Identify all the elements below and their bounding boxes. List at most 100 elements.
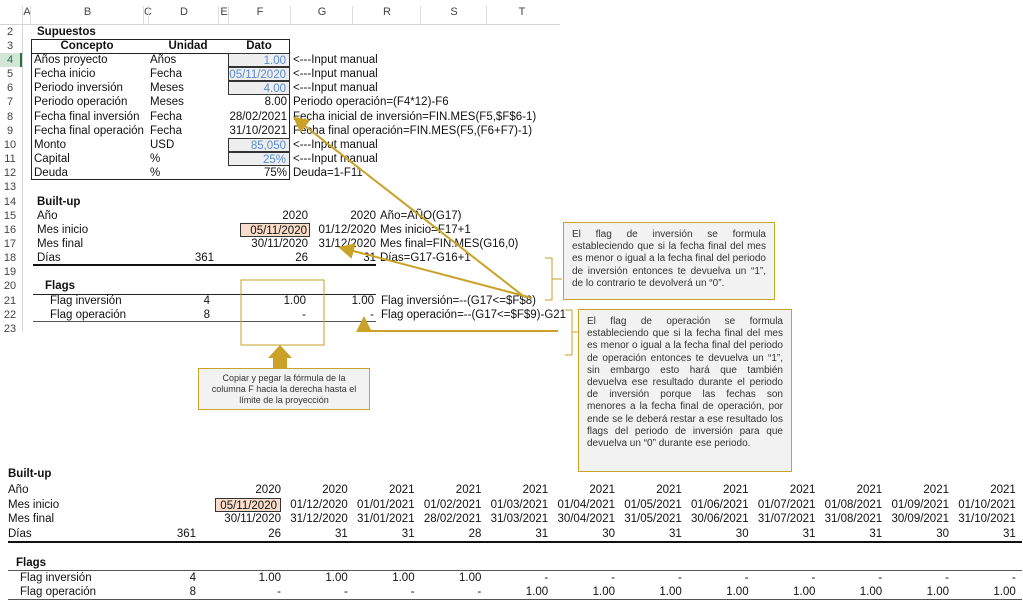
column-header-A[interactable]: A [22,6,31,24]
final-cell: 30/11/2020 [224,513,281,525]
inicio-cell: 01/04/2021 [557,499,615,511]
formula-note: <---Input manual [293,82,378,95]
formula-note: Mes final=FIN.MES(G16,0) [380,237,519,250]
row-header[interactable]: 10 [3,138,17,151]
final-cell: 31/01/2021 [357,513,415,525]
divider [8,570,1022,571]
unidad-cell: Meses [150,82,184,95]
row-label: Días [37,252,61,265]
row-header[interactable]: 20 [3,280,17,293]
row-label-inv: Flag inversión [20,572,92,584]
dato-cell: 28/02/2021 [229,110,287,123]
column-header-E[interactable]: E [218,6,229,24]
row-label-inicio: Mes inicio [8,499,60,511]
section-title-builtup: Built-up [37,195,81,208]
row-header[interactable]: 9 [6,124,14,137]
divider [8,599,1022,600]
formula-note: Días=G17-G16+1 [380,252,471,265]
header-concepto: Concepto [60,39,114,52]
flag-label: Flag operación [50,308,127,321]
inv-cell: - [945,572,949,584]
concepto-cell: Periodo operación [34,96,128,109]
row-header[interactable]: 18 [3,252,17,265]
row-header[interactable]: 8 [6,110,14,123]
row-header[interactable]: 11 [4,153,16,166]
row-header[interactable]: 16 [3,223,17,236]
column-header-R[interactable]: R [352,6,421,24]
concepto-cell: Fecha final inversión [34,110,140,123]
arrow-to-flag-operacion [356,316,558,332]
bracket-inversion [545,257,562,301]
dias-cell: 31 [335,528,348,540]
f-cell[interactable]: 05/11/2020 [240,222,310,237]
total-cell: 361 [194,252,214,265]
inicio-cell: 01/03/2021 [490,499,549,511]
op-cell: 1.00 [793,586,816,598]
concepto-cell: Monto [34,138,66,151]
ano-cell: 2021 [723,484,749,496]
row-header-border [22,24,23,332]
inv-cell: - [878,572,883,584]
input-cell[interactable]: 85,050 [228,137,290,152]
op-cell: 1.00 [926,586,949,598]
column-header-C[interactable]: C [143,6,152,24]
concepto-cell: Periodo inversión [34,82,123,95]
row-header[interactable]: 17 [3,237,17,250]
ano-cell: 2021 [990,484,1016,496]
row-label-final: Mes final [8,513,55,525]
inicio-cell[interactable]: 05/11/2020 [215,498,281,512]
ano-cell: 2021 [389,484,415,496]
input-cell[interactable]: 05/11/2020 [228,67,290,82]
flag-label: Flag inversión [50,294,122,307]
dias-cell: 31 [869,528,883,540]
input-cell[interactable]: 25% [228,152,290,167]
row-header[interactable]: 14 [3,195,17,208]
column-header-T[interactable]: T [486,6,557,24]
column-header-F[interactable]: F [228,6,291,24]
divider [33,264,376,267]
op-cell: - [343,586,348,598]
column-header-G[interactable]: G [290,6,353,24]
column-header-S[interactable]: S [420,6,487,24]
row-header[interactable]: 6 [6,82,14,95]
inv-cell: 1.00 [459,572,482,584]
divider [33,293,376,295]
g-cell: 01/12/2020 [318,223,376,236]
column-header-B[interactable]: B [30,6,144,24]
row-header[interactable]: 3 [6,39,14,52]
inicio-cell: 01/09/2021 [891,499,949,511]
inicio-cell: 01/05/2021 [624,499,682,511]
final-cell: 30/09/2021 [891,513,949,525]
column-header-D[interactable]: D [148,6,219,24]
g-cell: 1.00 [351,294,374,307]
formula-note: <---Input manual [293,138,378,151]
input-cell[interactable]: 4.00 [228,81,290,96]
inicio-cell: 01/10/2021 [958,499,1016,511]
f-cell: 30/11/2020 [251,237,308,250]
row-header[interactable]: 2 [6,25,14,38]
row-header[interactable]: 15 [3,209,17,222]
row-header[interactable]: 7 [6,96,14,109]
inv-cell: 1.00 [258,572,281,584]
row-header[interactable]: 12 [3,167,17,180]
op-cell: - [410,586,415,598]
row-header[interactable]: 23 [3,322,17,335]
row-header[interactable]: 19 [3,266,17,279]
row-header[interactable]: 21 [3,294,17,307]
note-flag-inversion: El flag de inversión se formula establec… [563,222,775,300]
row-header[interactable]: 22 [3,308,17,321]
unidad-cell: % [150,153,161,166]
op-cell: - [277,586,281,598]
input-cell[interactable]: 1.00 [228,53,290,67]
dias-cell: 26 [268,528,281,540]
inicio-cell: 01/06/2021 [691,499,749,511]
formula-note: <---Input manual [293,68,378,81]
row-header[interactable]: 4 [0,53,22,67]
g-cell: - [370,308,374,321]
inv-cell: - [544,572,549,584]
unidad-cell: USD [150,138,175,151]
row-header[interactable]: 13 [3,181,17,194]
op-cell: - [477,586,482,598]
arrow-to-fecha-final-inversion [292,116,523,296]
row-header[interactable]: 5 [6,68,14,81]
